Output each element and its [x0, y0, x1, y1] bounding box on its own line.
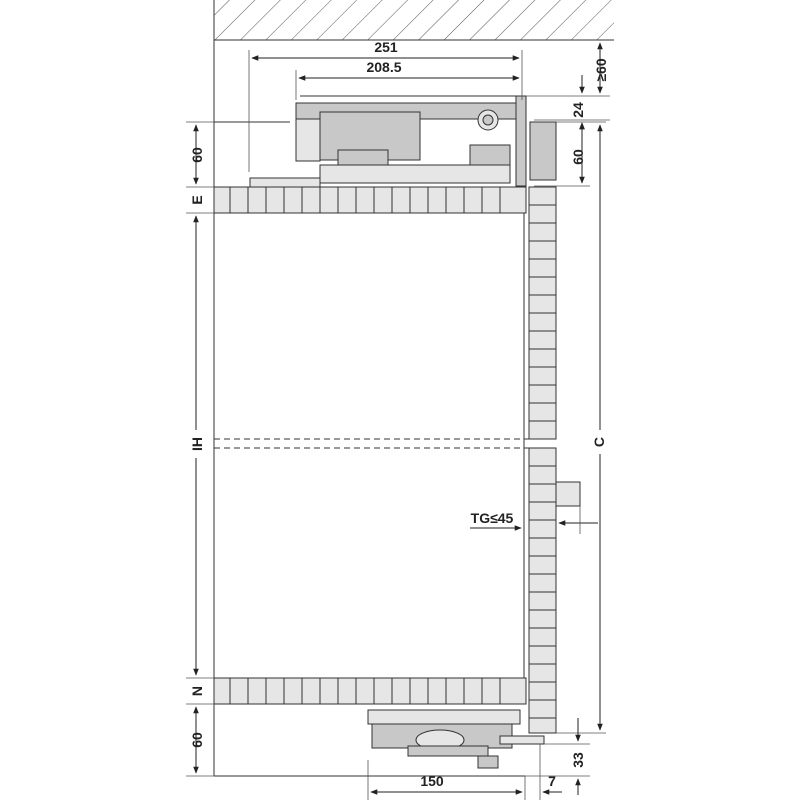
- dim-60-bottom-left-label: 60: [189, 732, 205, 748]
- dim-left: 60 E IH N 60: [186, 121, 214, 777]
- dim-right-top: ≥60 24 60: [526, 42, 610, 187]
- handle: [555, 481, 581, 507]
- door-outline: [213, 40, 525, 777]
- dim-60-top-left-label: 60: [189, 147, 205, 163]
- bottom-panel-N: [213, 677, 527, 705]
- dim-C-label: C: [591, 437, 607, 447]
- dim-7-label: 7: [548, 773, 556, 789]
- dim-IH-label: IH: [189, 437, 205, 451]
- dim-33-label: 33: [570, 752, 586, 768]
- top-panel-E: [213, 186, 527, 214]
- dim-251-label: 251: [374, 39, 398, 55]
- top-fitting: [249, 95, 557, 188]
- folded-panel: [528, 186, 581, 734]
- door-body: [214, 213, 556, 678]
- dim-C: C: [556, 121, 608, 734]
- bottom-fitting: [367, 709, 545, 769]
- dim-min60-label: ≥60: [593, 58, 609, 81]
- dim-E-label: E: [189, 195, 205, 204]
- dim-33: 33: [525, 718, 590, 795]
- dim-251: 251: [248, 39, 523, 172]
- dim-208-5: 208.5: [295, 59, 520, 100]
- dim-208-5-label: 208.5: [366, 59, 401, 75]
- dim-24-label: 24: [570, 102, 586, 118]
- ceiling: [213, 0, 614, 41]
- dim-bottom: 150 7: [367, 744, 562, 800]
- dim-TG: TG≤45: [470, 506, 598, 534]
- dim-N-label: N: [189, 686, 205, 696]
- dim-60-right-label: 60: [570, 149, 586, 165]
- dim-150-label: 150: [420, 773, 444, 789]
- dim-TG-label: TG≤45: [471, 510, 514, 526]
